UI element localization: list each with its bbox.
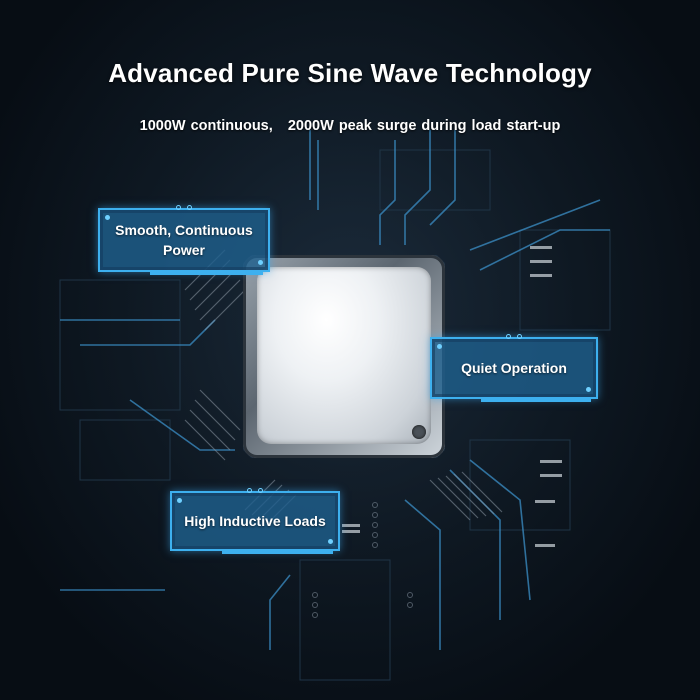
callout-quiet-operation: Quiet Operation xyxy=(430,334,598,402)
callout-underline xyxy=(481,398,592,402)
callout-text: Smooth, Continuous Power xyxy=(115,220,253,260)
callout-underline xyxy=(150,271,263,275)
callout-label: Quiet Operation xyxy=(461,360,567,376)
callout-line-2: Power xyxy=(162,242,205,258)
chip-orientation-dot xyxy=(412,425,426,439)
callout-connector-icon xyxy=(176,205,192,211)
callout-label: High Inductive Loads xyxy=(184,513,326,529)
callout-underline xyxy=(221,550,334,554)
cpu-chip-illustration xyxy=(243,255,445,458)
page-title: Advanced Pure Sine Wave Technology xyxy=(108,58,592,88)
page-subtitle: 1000W continuous, 2000W peak surge durin… xyxy=(139,118,561,134)
chip-face xyxy=(257,267,431,444)
callout-connector-icon xyxy=(247,488,263,494)
callout-high-inductive-loads: High Inductive Loads xyxy=(170,488,340,554)
callout-connector-icon xyxy=(506,334,522,340)
callout-line-1: Smooth, Continuous xyxy=(115,222,253,238)
callout-smooth-continuous-power: Smooth, Continuous Power xyxy=(98,205,270,275)
